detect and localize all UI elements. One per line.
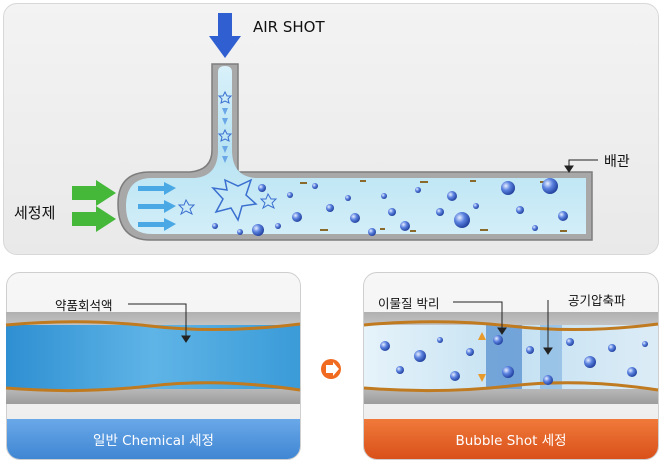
debris-specks: [300, 180, 567, 232]
bubble-shot-caption: Bubble Shot 세정: [364, 419, 658, 459]
bubble-shot-tube: [363, 312, 659, 404]
chemical-solution-label: 약품회석액: [55, 298, 113, 313]
flow-arrows-down-icon: [222, 108, 228, 163]
pipe-t-shape: [117, 63, 593, 241]
flow-arrows-right-icon: [138, 182, 176, 231]
bubbles: [212, 178, 568, 236]
pipe-label: 배관: [604, 154, 630, 170]
air-burst-icons: [177, 90, 278, 222]
debris-detach-arrows-icon: [478, 332, 486, 382]
air-compression-label: 공기압축파: [568, 293, 626, 308]
air-shot-label: AIR SHOT: [253, 18, 325, 36]
detergent-label: 세정제: [14, 204, 56, 222]
next-arrow-icon: [321, 359, 341, 379]
right-label-leaders: [453, 300, 553, 355]
pipe-label-leader: [564, 159, 598, 173]
debris-detach-label: 이물질 박리: [378, 296, 440, 311]
chemical-caption: 일반 Chemical 세정: [7, 419, 300, 459]
bubble-shot-bubbles: [380, 335, 648, 385]
air-shot-arrow-icon: [209, 13, 241, 58]
chemical-tube: [5, 312, 301, 404]
detergent-inlet-arrows-icon: [72, 180, 116, 232]
chemical-label-leader: [128, 303, 191, 343]
